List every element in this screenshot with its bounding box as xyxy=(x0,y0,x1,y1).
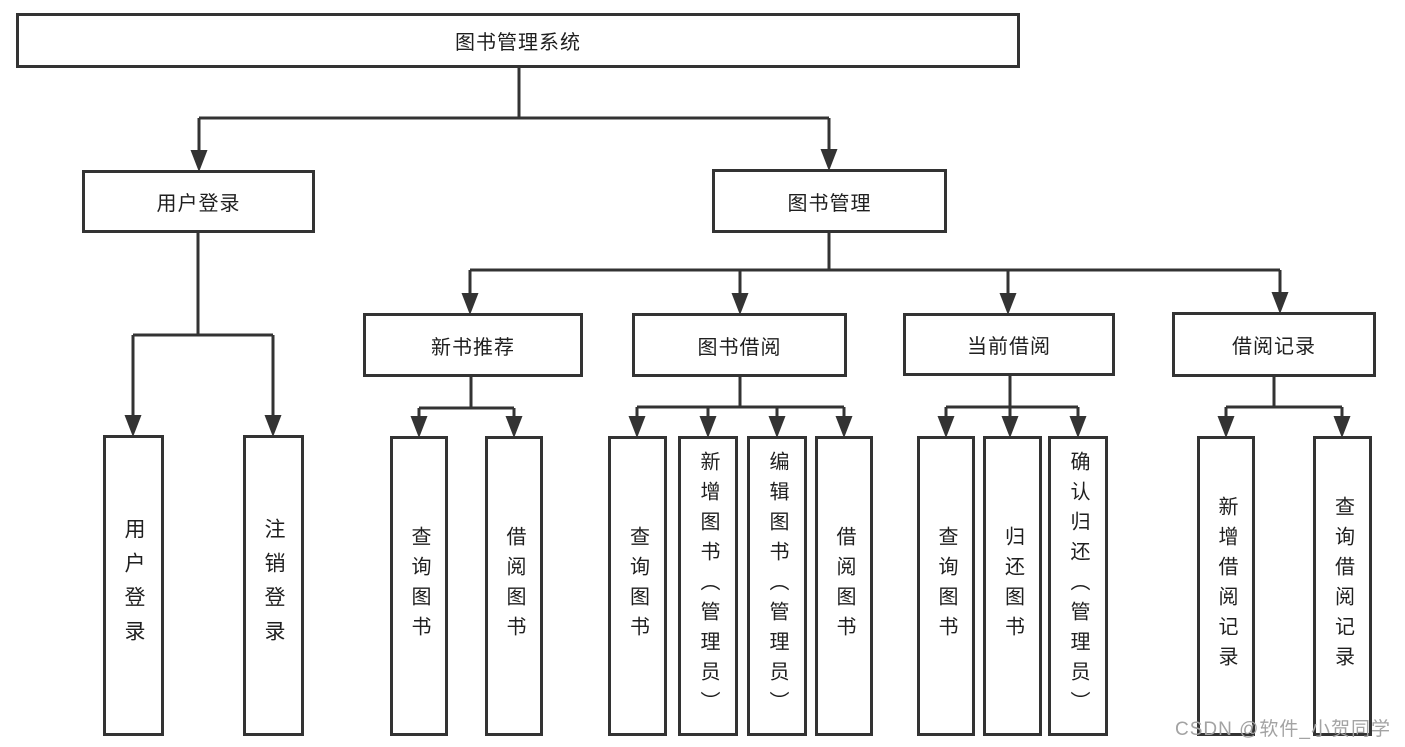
node-current-borrow: 当前借阅 xyxy=(903,313,1115,376)
node-leaf-add-book-admin: 新增图书（管理员） xyxy=(678,436,738,736)
node-user-login: 用户登录 xyxy=(82,170,315,233)
node-leaf-query-books-2: 查询图书 xyxy=(608,436,667,736)
node-new-book-recommend: 新书推荐 xyxy=(363,313,583,377)
node-leaf-query-books-3: 查询图书 xyxy=(917,436,975,736)
node-leaf-query-books-1: 查询图书 xyxy=(390,436,448,736)
node-leaf-query-borrow-record: 查询借阅记录 xyxy=(1313,436,1372,736)
node-leaf-user-login: 用户登录 xyxy=(103,435,164,736)
node-leaf-add-borrow-record: 新增借阅记录 xyxy=(1197,436,1255,736)
node-borrow-records: 借阅记录 xyxy=(1172,312,1376,377)
node-leaf-confirm-return-admin: 确认归还（管理员） xyxy=(1048,436,1108,736)
node-book-management: 图书管理 xyxy=(712,169,947,233)
node-leaf-return-book: 归还图书 xyxy=(983,436,1042,736)
node-library-system: 图书管理系统 xyxy=(16,13,1020,68)
node-leaf-logout: 注销登录 xyxy=(243,435,304,736)
watermark: CSDN @软件_小贺同学 xyxy=(1175,719,1391,740)
node-leaf-borrow-books-1: 借阅图书 xyxy=(485,436,543,736)
node-leaf-borrow-books-2: 借阅图书 xyxy=(815,436,873,736)
node-leaf-edit-book-admin: 编辑图书（管理员） xyxy=(747,436,807,736)
node-book-borrow: 图书借阅 xyxy=(632,313,847,377)
